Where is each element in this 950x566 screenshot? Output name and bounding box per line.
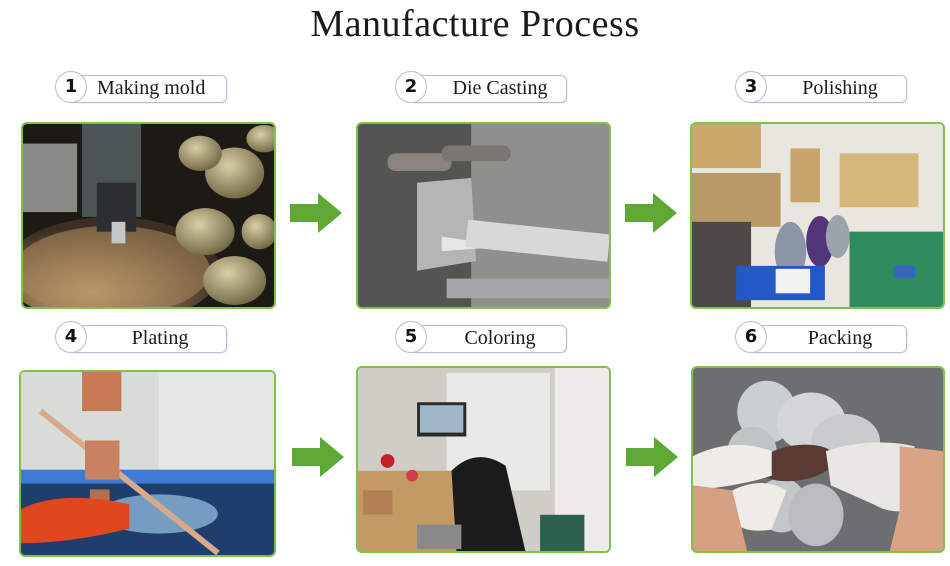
arrow-right-icon [292,437,344,477]
step-number-badge: 6 [735,321,767,353]
label-pill [409,75,567,103]
step-photo-packing [691,366,945,553]
step-title: Coloring [464,327,536,349]
step-title: Making mold [97,77,206,99]
coloring-workstation-illustration [358,368,609,551]
cnc-engraving-illustration [23,124,274,307]
label-pill [749,75,907,103]
step-photo-making-mold [21,122,276,309]
step-title: Die Casting [452,77,548,99]
step-photo-die-casting [356,122,611,309]
label-pill [69,325,227,353]
step-photo-coloring [356,366,611,553]
label-pill [69,75,227,103]
arrow-right-icon [290,193,342,233]
step-label-3: 3 Polishing [735,71,907,103]
step-label-5: 5 Coloring [395,321,567,353]
packing-coins-illustration [693,368,943,551]
step-label-1: 1 Making mold [55,71,227,103]
step-number-badge: 1 [55,71,87,103]
step-photo-plating [19,370,276,557]
step-title: Polishing [802,77,878,99]
arrow-right-icon [626,437,678,477]
plating-tank-illustration [21,372,274,555]
step-photo-polishing [690,122,945,309]
arrow-right-icon [625,193,677,233]
step-label-2: 2 Die Casting [395,71,567,103]
label-pill [749,325,907,353]
step-number-badge: 5 [395,321,427,353]
step-label-6: 6 Packing [735,321,907,353]
polishing-workshop-illustration [692,124,943,307]
step-label-4: 4 Plating [55,321,227,353]
step-number-badge: 4 [55,321,87,353]
step-title: Packing [807,327,873,349]
step-number-badge: 3 [735,71,767,103]
label-pill [409,325,567,353]
step-title: Plating [131,327,189,349]
die-casting-illustration [358,124,609,307]
page-title: Manufacture Process [310,3,640,45]
step-number-badge: 2 [395,71,427,103]
